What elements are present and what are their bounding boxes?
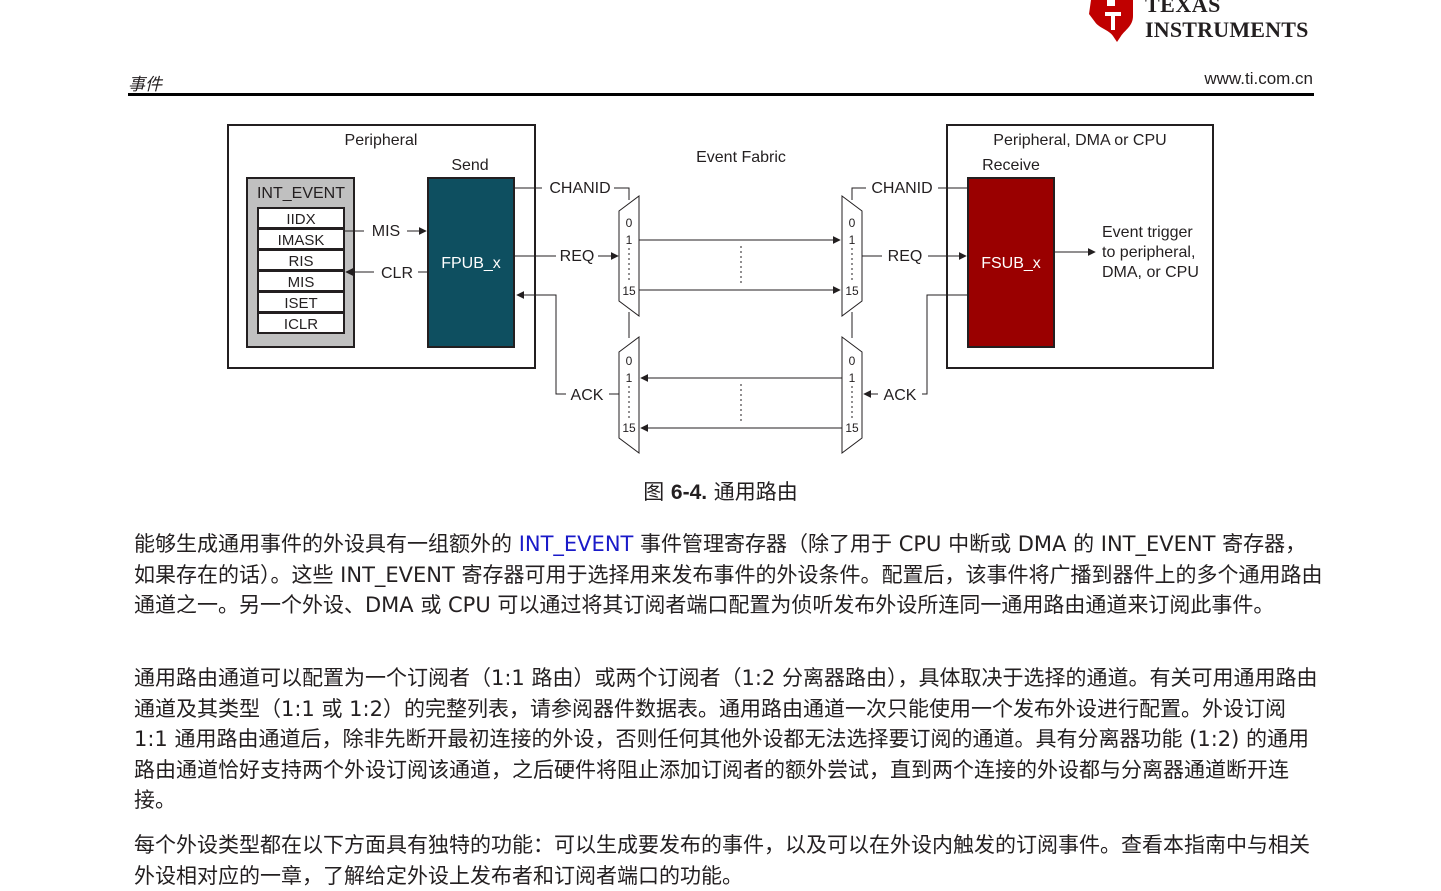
generic-routing-diagram: Peripheral Send INT_EVENT IIDX IMASK RIS MI… [227,124,1214,454]
mux-bottom-right [841,336,863,454]
mux-channel-label: 15 [622,284,636,298]
ti-logo: TEXAS INSTRUMENTS [1085,0,1320,46]
mux-channel-label: 15 [622,421,636,435]
mux-channel-label: 0 [626,354,633,368]
caption-title: 通用路由 [707,480,798,504]
mux-channel-label: 1 [626,371,633,385]
mux-channel-label: 0 [849,216,856,230]
trigger-line-2: to peripheral, [1102,244,1195,261]
int-event-title: INT_EVENT [257,185,345,202]
ti-wordmark: TEXAS INSTRUMENTS [1145,0,1309,41]
mux-channel-label: 1 [849,233,856,247]
fsub-label: FSUB_x [981,255,1041,272]
paragraph-3: 每个外设类型都在以下方面具有独特的功能：可以生成要发布的事件，以及可以在外设内触… [134,833,1310,888]
register-cell [257,312,345,334]
register-label: IIDX [286,211,315,228]
caption-number: 6-4. [670,481,708,504]
brand-line1: TEXAS [1145,0,1221,17]
ack-left-label: ACK [571,387,604,404]
figure-caption: 图 6-4. 通用路由 [0,476,1441,506]
mux-bottom-left [618,336,640,454]
paragraph-2: 通用路由通道可以配置为一个订阅者（1:1 路由）或两个订阅者（1:2 分离器路由… [134,666,1318,812]
register-list: IIDX IMASK RIS MIS ISET ICLR [257,207,345,334]
p1-text-b: 事件管理寄存器（除了用于 CPU 中断或 DMA 的 INT_EVENT 寄存器… [134,532,1323,617]
mux-channel-label: 0 [626,216,633,230]
ack-left-wire [516,291,566,395]
register-label: MIS [288,274,315,291]
caption-prefix: 图 [643,480,671,504]
ack-right-label: ACK [884,387,917,404]
mux-channel-label: 15 [845,421,859,435]
right-box-title: Peripheral, DMA or CPU [993,132,1166,149]
mis-label: MIS [372,223,400,240]
brand-line2: INSTRUMENTS [1145,17,1309,42]
paragraph-1: 能够生成通用事件的外设具有一组额外的 INT_EVENT 事件管理寄存器（除了用… [134,529,1324,621]
ack-right-wire [922,294,968,395]
trigger-line-1: Event trigger [1102,224,1193,241]
right-peripheral-box [946,124,1214,369]
mux-tick-labels: 0 1 15 0 1 15 0 1 15 0 1 15 [622,216,859,435]
chanid-right-label: CHANID [871,180,932,197]
section-label: 事件 [128,75,162,95]
mux-top-left [618,195,640,317]
req-left-label: REQ [560,248,595,265]
clr-label: CLR [381,265,413,282]
register-label: RIS [288,253,313,270]
send-label: Send [451,157,488,174]
header-divider [128,93,1314,96]
fpub-block [427,177,515,348]
int-event-link[interactable]: INT_EVENT [518,532,634,556]
mux-channel-label: 1 [626,233,633,247]
mux-channel-label: 1 [849,371,856,385]
register-label: ICLR [284,316,318,333]
chanid-left-wire [614,187,630,200]
register-label: IMASK [278,232,325,249]
trigger-line-3: DMA, or CPU [1102,264,1199,281]
receive-label: Receive [982,157,1040,174]
chanid-right-wire [851,187,866,200]
left-box-title: Peripheral [345,132,418,149]
fabric-label: Event Fabric [696,149,786,166]
mux-channel-label: 15 [845,284,859,298]
site-url[interactable]: www.ti.com.cn [1204,69,1313,88]
ti-logo-icon [1089,0,1133,42]
register-label: ISET [284,295,317,312]
chanid-left-label: CHANID [549,180,610,197]
fsub-block [967,177,1055,348]
mux-top-right [841,195,863,317]
mux-channel-label: 0 [849,354,856,368]
p1-text-a: 能够生成通用事件的外设具有一组额外的 [134,532,519,556]
fpub-label: FPUB_x [441,255,501,272]
req-right-label: REQ [888,248,923,265]
